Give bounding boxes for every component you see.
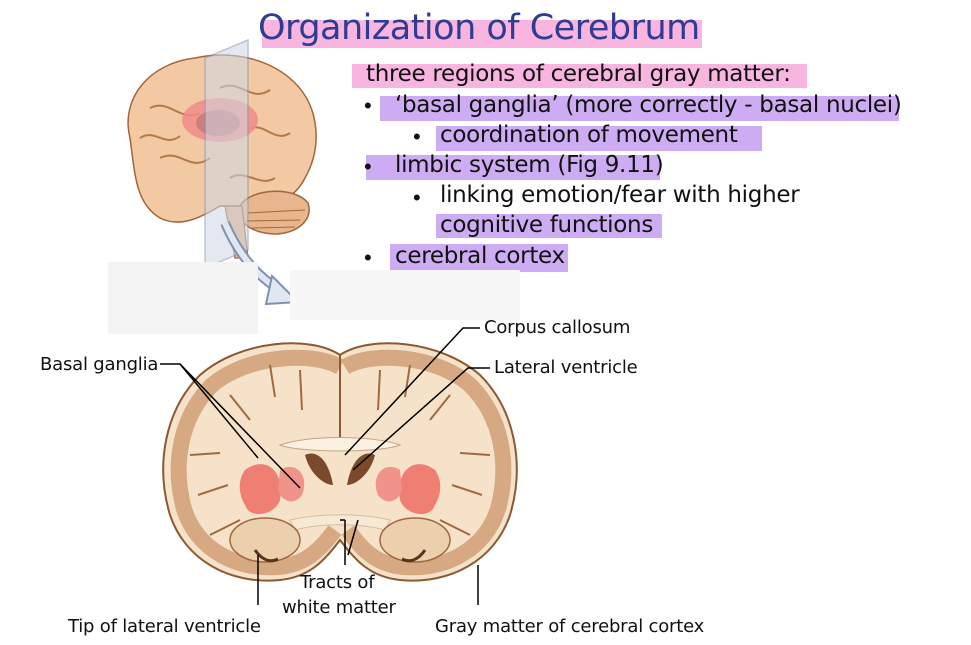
label-tracts-line1: Tracts of [300, 572, 375, 593]
sub-coordination: coordination of movement [440, 122, 738, 148]
bullet-cortex: cerebral cortex [395, 243, 565, 269]
label-gray-matter: Gray matter of cerebral cortex [435, 616, 705, 637]
sub-linking: linking emotion/fear with higher [440, 182, 800, 208]
label-tracts-line2: white matter [282, 597, 396, 618]
bullet-dot: • [364, 245, 372, 270]
limbic-highlight [366, 155, 660, 180]
bullet-dot: • [364, 154, 372, 179]
bullet-basal-ganglia: ‘basal ganglia’ (more correctly - basal … [395, 92, 902, 118]
intro-highlight [352, 64, 807, 88]
cognitive-highlight [436, 214, 662, 238]
bullet-dot: • [413, 124, 421, 149]
intro-text: three regions of cerebral gray matter: [366, 61, 791, 87]
basal-nuclei-highlight [380, 96, 899, 121]
sub-cognitive: cognitive functions [440, 212, 654, 238]
label-basal-ganglia: Basal ganglia [40, 354, 159, 375]
label-corpus-callosum: Corpus callosum [484, 317, 631, 338]
cover-box [290, 270, 520, 320]
bullet-limbic: limbic system (Fig 9.11) [395, 152, 664, 178]
label-lateral-ventricle: Lateral ventricle [494, 357, 638, 378]
bullet-dot: • [364, 93, 372, 118]
cover-box [108, 262, 258, 334]
coordination-highlight [436, 126, 762, 151]
brain-illustration [127, 38, 317, 306]
cortex-highlight [390, 244, 568, 272]
label-tip-lateral-ventricle: Tip of lateral ventricle [68, 616, 261, 637]
bullet-dot: • [413, 185, 421, 210]
title-highlight [262, 20, 702, 48]
slide-title: Organization of Cerebrum [258, 8, 700, 48]
